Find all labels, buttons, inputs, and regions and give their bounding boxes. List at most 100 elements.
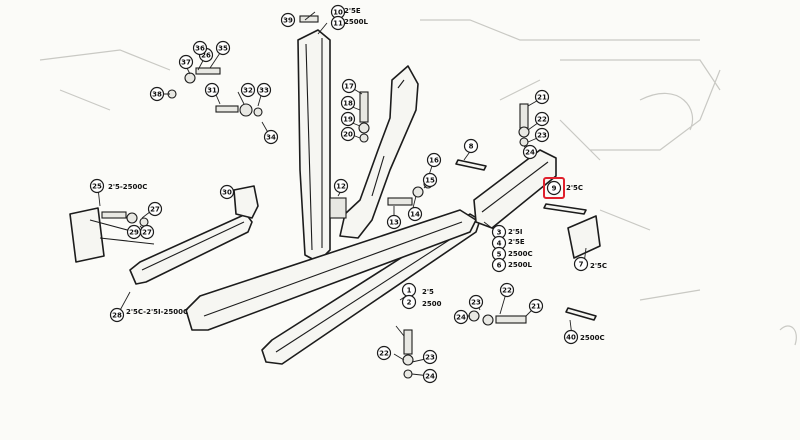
bolt-13	[387, 197, 413, 206]
bolt-36	[195, 67, 221, 75]
callout-number: 26	[201, 52, 211, 60]
crossmember-bar	[129, 213, 253, 285]
callout-number: 23	[537, 132, 547, 140]
callout-24: 24	[453, 309, 469, 325]
callout-circle	[215, 40, 231, 56]
callout-circle	[522, 144, 538, 160]
callout-13: 13	[386, 214, 402, 230]
callout-number: 22	[502, 287, 512, 295]
callout-17: 17	[341, 78, 357, 94]
callout-28: 28	[109, 307, 125, 323]
callout-number: 36	[195, 45, 205, 53]
callout-circle	[178, 54, 194, 70]
callout-number: 6	[497, 262, 502, 270]
callout-number: 1	[407, 287, 412, 295]
sill-rear-section	[473, 149, 557, 229]
callout-circle	[422, 349, 438, 365]
washer-22b	[482, 314, 494, 326]
callout-14: 14	[407, 206, 423, 222]
callout-number: 16	[429, 157, 439, 165]
callout-circle	[563, 329, 579, 345]
callout-34: 34	[263, 129, 279, 145]
washer-22a	[518, 126, 530, 138]
callout-circle	[534, 89, 550, 105]
callout-number: 29	[129, 229, 139, 237]
nut-19	[359, 133, 369, 143]
end-cap	[567, 215, 601, 259]
callout-circle	[422, 172, 438, 188]
revision-label-layer: 2'5E 2500L 2'5-2500C 2'5C-2'5I-2500C 2'5…	[108, 7, 607, 342]
callout-circle	[468, 294, 484, 310]
callout-circle	[534, 127, 550, 143]
callout-33: 33	[256, 82, 272, 98]
callout-37: 37	[178, 54, 194, 70]
callout-8: 8	[463, 138, 479, 154]
strip-8	[455, 159, 487, 171]
bolt-21a	[519, 103, 529, 129]
callout-circle	[528, 298, 544, 314]
callout-11: 11	[330, 15, 346, 31]
callout-circle	[463, 138, 479, 154]
pillar-outer-brace	[339, 65, 419, 239]
callout-number: 11	[333, 20, 343, 28]
pillar-block	[329, 197, 347, 219]
callout-12: 12	[333, 178, 349, 194]
callout-number: 14	[410, 211, 420, 219]
callout-21: 21	[534, 89, 550, 105]
callout-circle	[204, 82, 220, 98]
callout-circle	[330, 15, 346, 31]
callout-number: 20	[343, 131, 353, 139]
label-5: 2500C	[508, 250, 533, 258]
callout-circle	[192, 40, 208, 56]
strip-40	[565, 307, 597, 321]
callout-27: 27	[139, 224, 155, 240]
callout-19: 19	[340, 111, 356, 127]
callout-circle	[333, 178, 349, 194]
label-11: 2500L	[344, 18, 368, 26]
callout-number: 7	[579, 261, 584, 269]
callout-6: 6	[491, 257, 507, 273]
washer-22c	[402, 354, 414, 366]
callout-number: 39	[283, 17, 293, 25]
callout-16: 16	[426, 152, 442, 168]
label-25: 2'5-2500C	[108, 183, 147, 191]
callout-number: 32	[243, 87, 253, 95]
callout-number: 18	[343, 100, 353, 108]
callout-circle	[256, 82, 272, 98]
callout-number: 27	[142, 229, 152, 237]
callout-27: 27	[147, 201, 163, 217]
callout-4: 4	[491, 235, 507, 251]
callout-number: 2	[407, 299, 412, 307]
callout-9: 9	[546, 180, 562, 196]
callout-35: 35	[215, 40, 231, 56]
callout-36: 36	[192, 40, 208, 56]
rocker-panels	[185, 149, 601, 365]
bolt-25	[101, 211, 127, 219]
washer-26	[126, 212, 138, 224]
callout-circle	[263, 129, 279, 145]
callout-1: 1	[401, 282, 417, 298]
background-ghost-lines	[39, 19, 797, 346]
label-1: 2'5	[422, 288, 434, 296]
callout-21: 21	[528, 298, 544, 314]
callout-23: 23	[534, 127, 550, 143]
callout-38: 38	[149, 86, 165, 102]
callout-7: 7	[573, 256, 589, 272]
left-bracket-plate	[69, 207, 105, 263]
callout-22: 22	[376, 345, 392, 361]
callout-circle	[89, 178, 105, 194]
callout-circle	[573, 256, 589, 272]
callout-39: 39	[280, 12, 296, 28]
callout-number: 33	[259, 87, 269, 95]
callout-number: 31	[207, 87, 217, 95]
callout-number: 22	[537, 116, 547, 124]
bolt-21b	[495, 315, 527, 324]
callout-number: 15	[425, 177, 435, 185]
bolt-17	[359, 91, 369, 123]
callout-circle	[149, 86, 165, 102]
label-4: 2'5E	[508, 238, 525, 246]
callout-circle	[491, 257, 507, 273]
